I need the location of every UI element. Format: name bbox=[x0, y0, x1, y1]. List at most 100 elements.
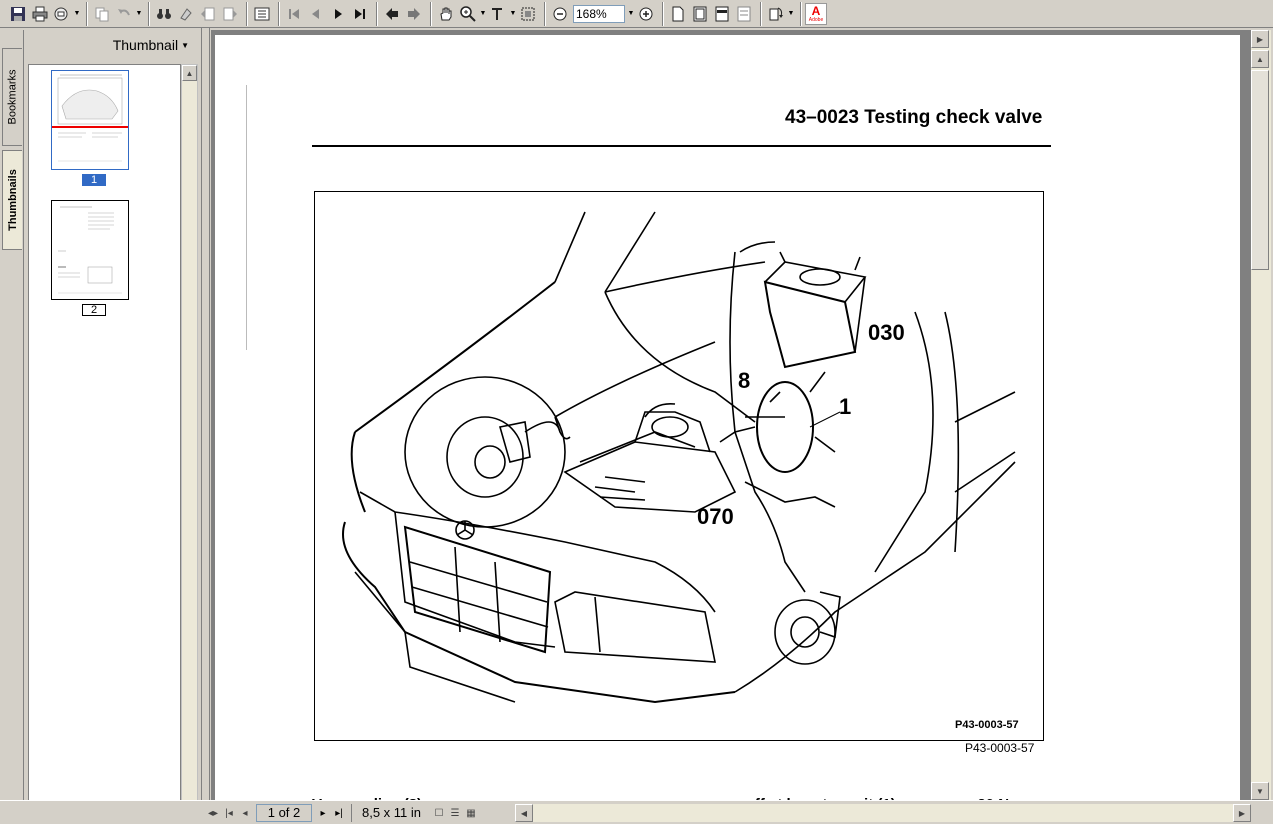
thumbnail-header-label: Thumbnail bbox=[112, 37, 179, 53]
undo-icon bbox=[118, 8, 130, 15]
scroll-thumb[interactable] bbox=[1251, 70, 1269, 270]
zoom-in-circle-icon bbox=[639, 7, 653, 20]
thumbnail-options-menu[interactable]: Thumbnail ▼ bbox=[25, 30, 201, 60]
next-page-icon bbox=[335, 8, 342, 19]
part-label-030: 030 bbox=[868, 320, 905, 345]
thumbnail-panel: Thumbnail ▼ 1 bbox=[25, 30, 201, 824]
panel-splitter[interactable] bbox=[201, 28, 210, 800]
hand-tool-button[interactable] bbox=[435, 3, 457, 25]
thumbnail-scrollbar[interactable]: ▲ ▼ bbox=[181, 64, 198, 824]
tab-bookmarks[interactable]: Bookmarks bbox=[2, 48, 22, 146]
page-navigation-bar: ◂▸ |◂ ◂ 1 of 2 ▸ ▸| 8,5 x 11 in ☐ ☰ ▦ bbox=[205, 803, 479, 823]
part-label-1: 1 bbox=[839, 394, 852, 419]
prev-doc-button[interactable] bbox=[197, 3, 219, 25]
scroll-right-icon[interactable]: ▶ bbox=[1233, 804, 1251, 822]
snapshot-button[interactable] bbox=[517, 3, 539, 25]
adobe-logo-letter: A bbox=[811, 3, 821, 18]
zoom-tool-dropdown[interactable]: ▼ bbox=[479, 10, 487, 17]
navigation-toolbar-group bbox=[279, 1, 374, 26]
pages-panel-button[interactable] bbox=[251, 3, 273, 25]
page-thumbnail-label-1[interactable]: 1 bbox=[82, 174, 106, 186]
page-title: 43–0023 Testing check valve bbox=[785, 107, 1043, 128]
rotate-view-button[interactable] bbox=[765, 3, 787, 25]
undo-button[interactable] bbox=[113, 3, 135, 25]
split-view-icon[interactable]: ▶ bbox=[1251, 30, 1269, 48]
actual-size-icon bbox=[672, 6, 684, 21]
select-text-button[interactable] bbox=[487, 3, 509, 25]
zoom-out-button[interactable] bbox=[549, 3, 571, 25]
rotate-dropdown[interactable]: ▼ bbox=[787, 10, 795, 17]
facing-layout-icon[interactable]: ▦ bbox=[466, 807, 476, 819]
save-button[interactable] bbox=[7, 3, 29, 25]
undo-dropdown[interactable]: ▼ bbox=[135, 10, 143, 17]
hand-icon bbox=[440, 7, 452, 20]
figure-caption-code: P43-0003-57 bbox=[965, 741, 1035, 755]
tab-thumbnails[interactable]: Thumbnails bbox=[2, 150, 22, 250]
previous-view-button[interactable] bbox=[381, 3, 403, 25]
tab-thumbnails-label: Thumbnails bbox=[6, 169, 19, 231]
page-thumbnail-1[interactable] bbox=[51, 70, 129, 170]
status-next-page-button[interactable]: ▸ bbox=[320, 807, 326, 819]
scroll-up-icon[interactable]: ▲ bbox=[1251, 50, 1269, 68]
zoom-level-dropdown[interactable]: ▼ bbox=[627, 10, 635, 17]
email-button[interactable] bbox=[51, 3, 73, 25]
find-button[interactable] bbox=[153, 3, 175, 25]
print-button[interactable] bbox=[29, 3, 51, 25]
next-page-button[interactable] bbox=[327, 3, 349, 25]
first-page-button[interactable] bbox=[283, 3, 305, 25]
tools-toolbar-group: ▼ ▼ bbox=[431, 1, 542, 26]
document-viewport: 43–0023 Testing check valve bbox=[211, 30, 1251, 824]
page-forward-icon bbox=[223, 7, 237, 20]
document-horizontal-scrollbar[interactable]: ◀ ▶ bbox=[515, 804, 1251, 822]
chevron-down-icon: ▼ bbox=[181, 40, 189, 50]
scroll-up-icon[interactable]: ▲ bbox=[182, 65, 197, 81]
page-thumbnail-2[interactable] bbox=[51, 200, 129, 300]
fit-width-icon bbox=[715, 6, 729, 21]
email-dropdown[interactable]: ▼ bbox=[73, 10, 81, 17]
page-number-field[interactable]: 1 of 2 bbox=[256, 804, 312, 822]
fit-page-icon bbox=[693, 6, 707, 21]
adobe-logo-text: Adobe bbox=[808, 16, 824, 23]
back-arrow-icon bbox=[386, 7, 398, 20]
last-page-button[interactable] bbox=[349, 3, 371, 25]
zoom-in-button[interactable] bbox=[635, 3, 657, 25]
zoom-level-field[interactable]: 168% bbox=[573, 4, 625, 23]
prev-page-button[interactable] bbox=[305, 3, 327, 25]
actual-size-button[interactable] bbox=[667, 3, 689, 25]
status-first-page-button[interactable]: |◂ bbox=[225, 807, 233, 819]
navigation-tabs: Bookmarks Thumbnails bbox=[0, 30, 24, 800]
page-size-indicator: 8,5 x 11 in bbox=[351, 804, 431, 822]
select-text-dropdown[interactable]: ▼ bbox=[509, 10, 517, 17]
search-toolbar-group bbox=[149, 1, 244, 26]
zoom-out-icon bbox=[553, 7, 567, 20]
status-last-page-button[interactable]: ▸| bbox=[335, 807, 343, 819]
text-select-icon bbox=[492, 7, 502, 20]
adobe-logo[interactable]: A Adobe bbox=[805, 2, 827, 25]
page-layout-toolbar-group bbox=[663, 1, 758, 26]
edit-toolbar-group: ▼ bbox=[87, 1, 146, 26]
document-vertical-scrollbar[interactable]: ▶ ▲ ▼ bbox=[1251, 30, 1271, 800]
zoom-tool-button[interactable] bbox=[457, 3, 479, 25]
scroll-down-icon[interactable]: ▼ bbox=[1251, 782, 1269, 800]
doc-size-toggle-icon[interactable]: ◂▸ bbox=[207, 807, 219, 819]
save-icon bbox=[11, 6, 25, 21]
reflow-button[interactable] bbox=[733, 3, 755, 25]
next-doc-button[interactable] bbox=[219, 3, 241, 25]
scroll-left-icon[interactable]: ◀ bbox=[515, 804, 533, 822]
spell-check-button[interactable] bbox=[175, 3, 197, 25]
zoom-toolbar-group: 168% ▼ bbox=[545, 1, 660, 26]
figure-code-inner: P43-0003-57 bbox=[955, 719, 1019, 731]
next-view-button[interactable] bbox=[403, 3, 425, 25]
status-prev-page-button[interactable]: ◂ bbox=[242, 807, 248, 819]
file-toolbar-group: ▼ bbox=[4, 2, 84, 26]
page-back-icon bbox=[201, 7, 215, 20]
continuous-layout-icon[interactable]: ☰ bbox=[450, 807, 460, 819]
single-page-layout-icon[interactable]: ☐ bbox=[434, 807, 444, 819]
rotate-toolbar-group: ▼ bbox=[761, 1, 798, 26]
fit-width-button[interactable] bbox=[711, 3, 733, 25]
page-thumbnail-label-2[interactable]: 2 bbox=[82, 304, 106, 316]
fit-page-button[interactable] bbox=[689, 3, 711, 25]
copy-button[interactable] bbox=[91, 3, 113, 25]
tab-bookmarks-label: Bookmarks bbox=[6, 69, 19, 125]
